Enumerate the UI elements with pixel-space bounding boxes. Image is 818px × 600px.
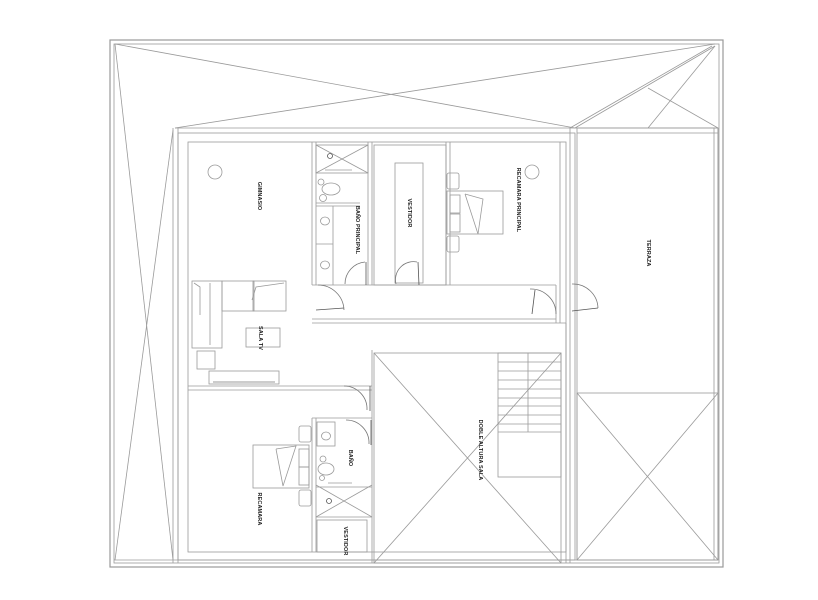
tv-room-furniture bbox=[188, 280, 372, 391]
room-label-vestidor-principal: VESTIDOR bbox=[406, 198, 412, 228]
room-label-terraza: TERRAZA bbox=[645, 239, 651, 267]
room-label-recamara: RECAMARA bbox=[256, 492, 262, 526]
terrace-area bbox=[576, 127, 719, 561]
roof-lines-top bbox=[114, 43, 719, 129]
room-label-bano: BAÑO bbox=[347, 449, 353, 467]
room-label-doble-altura: DOBLE ALTURA SALA bbox=[477, 419, 483, 481]
upper-walls bbox=[311, 142, 566, 324]
door-swings bbox=[315, 261, 599, 445]
staircase bbox=[497, 352, 562, 478]
gym-fixture bbox=[207, 164, 223, 180]
room-label-vestidor: VESTIDOR bbox=[342, 526, 348, 556]
double-height-void bbox=[371, 128, 571, 564]
room-label-gimnasio: GIMNASIO bbox=[256, 181, 262, 211]
master-bath-fixtures bbox=[315, 144, 369, 285]
roof-lines-left bbox=[114, 43, 718, 563]
room-label-sala-tv: SALA TV bbox=[257, 325, 263, 351]
lower-walls bbox=[311, 417, 373, 553]
bedroom-bed bbox=[252, 425, 312, 507]
room-label-bano-principal: BAÑO PRINCIPAL bbox=[354, 205, 360, 255]
master-bed bbox=[446, 164, 540, 253]
outer-slab-outline bbox=[109, 39, 724, 568]
room-label-recamara-principal: RECAMARA PRINCIPAL bbox=[515, 167, 521, 233]
bath-fixtures bbox=[316, 421, 352, 484]
